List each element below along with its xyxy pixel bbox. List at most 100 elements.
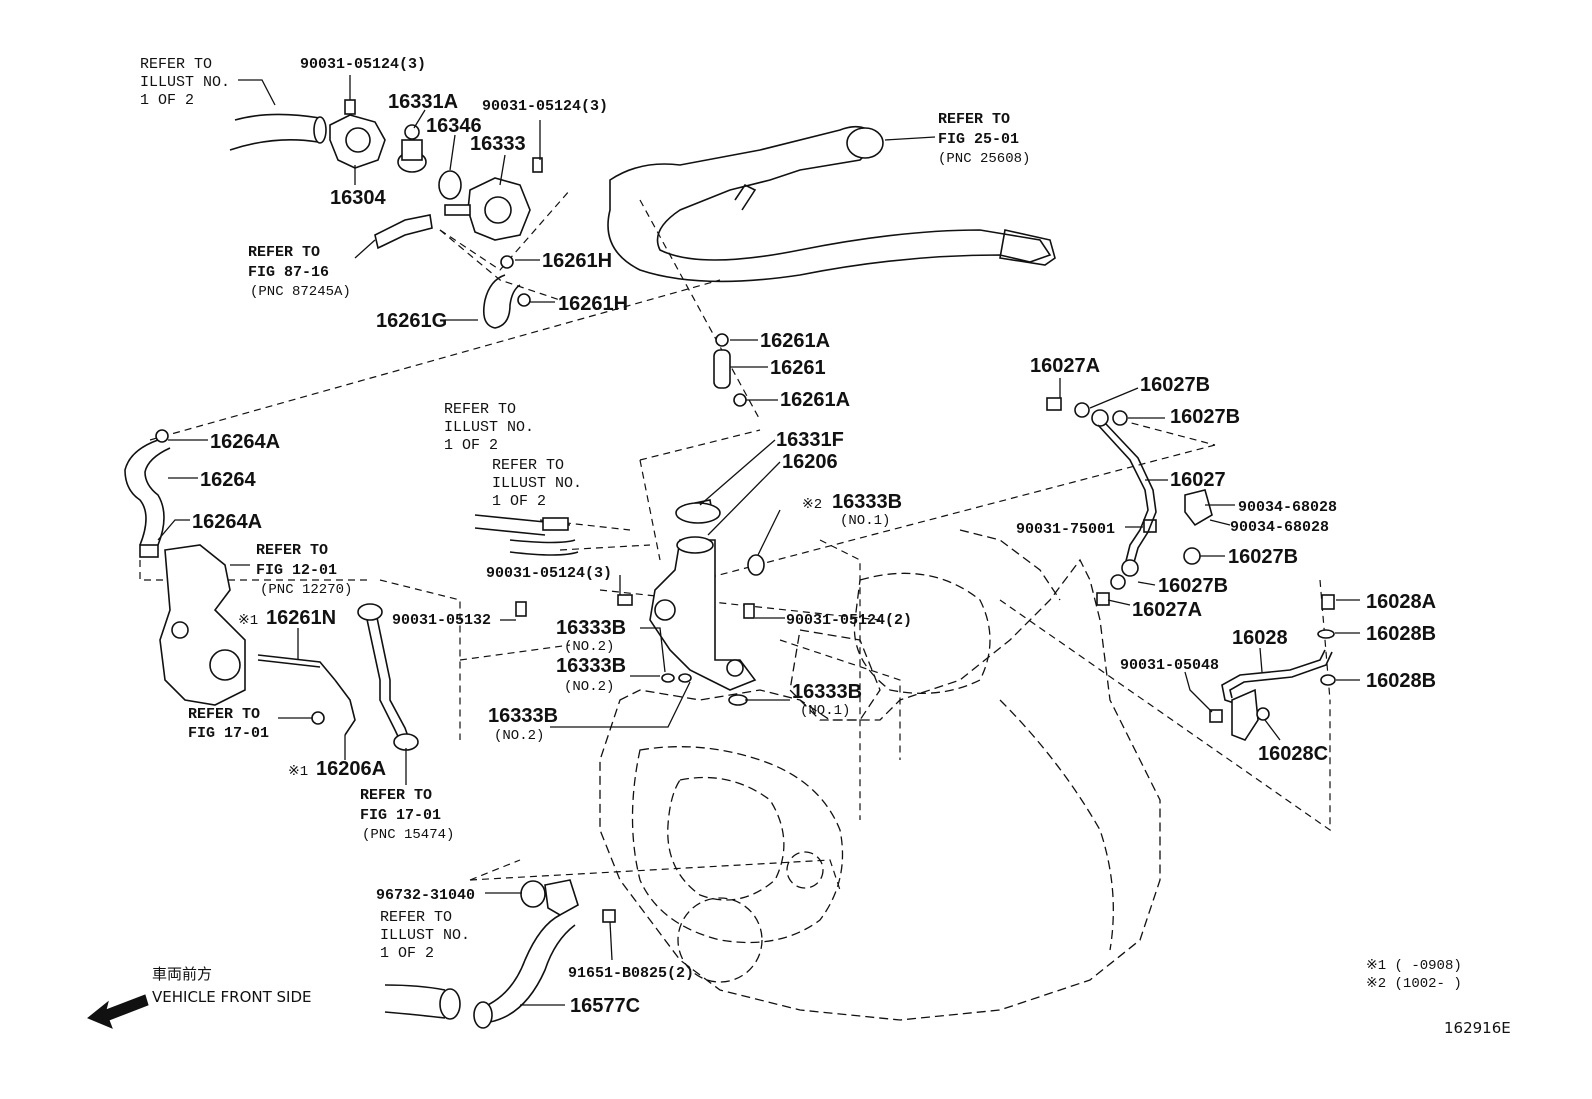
svg-text:REFER TO: REFER TO — [256, 542, 328, 559]
ref-fig-17-01-b: REFER TO FIG 17-01 (PNC 15474) — [360, 787, 454, 843]
water-inlet-16333 — [444, 157, 543, 241]
svg-text:(NO.2): (NO.2) — [564, 679, 614, 695]
part-90031-75001: 90031-75001 — [1016, 521, 1115, 538]
svg-text:REFER TO: REFER TO — [140, 56, 212, 73]
part-16261A-b: 16261A — [780, 389, 850, 411]
svg-text:ILLUST NO.: ILLUST NO. — [492, 475, 582, 492]
svg-text:ILLUST NO.: ILLUST NO. — [140, 74, 230, 91]
svg-text:(PNC 15474): (PNC 15474) — [362, 827, 454, 843]
svg-text:FIG 25-01: FIG 25-01 — [938, 131, 1019, 148]
svg-text:1 OF 2: 1 OF 2 — [444, 437, 498, 454]
part-90034-68028-b: 90034-68028 — [1230, 519, 1329, 536]
part-16028: 16028 — [1232, 627, 1288, 649]
part-16261H-b: 16261H — [558, 293, 628, 315]
part-90031-05124-2: 90031-05124(2) — [786, 612, 912, 629]
heater-hose — [374, 214, 433, 250]
hose-16264 — [124, 429, 171, 558]
mark-note2-a: ※2 — [802, 497, 822, 513]
water-pipe-15474 — [357, 603, 419, 751]
part-16027B-b: 16027B — [1170, 406, 1240, 428]
thermostat-16331A — [397, 124, 427, 173]
part-16261G: 16261G — [376, 310, 447, 332]
svg-text:REFER TO: REFER TO — [380, 909, 452, 926]
svg-text:(NO.2): (NO.2) — [494, 728, 544, 744]
leader-lines — [157, 75, 1360, 1006]
exhaust-pipe — [607, 125, 1056, 283]
part-16261A-a: 16261A — [760, 330, 830, 352]
part-16304: 16304 — [330, 187, 386, 209]
gasket-16346 — [438, 170, 462, 200]
svg-text:ILLUST NO.: ILLUST NO. — [444, 419, 534, 436]
o-ring-16333B-no2-a — [661, 673, 675, 683]
part-16028C: 16028C — [1258, 743, 1328, 765]
svg-text:FIG 17-01: FIG 17-01 — [360, 807, 441, 824]
part-90031-05132: 90031-05132 — [392, 612, 491, 629]
water-outlet-16331F — [649, 499, 757, 691]
svg-text:1 OF 2: 1 OF 2 — [380, 945, 434, 962]
svg-text:FIG 17-01: FIG 17-01 — [188, 725, 269, 742]
hose-16261 — [713, 333, 747, 407]
svg-text:REFER TO: REFER TO — [248, 244, 320, 261]
svg-text:FIG 12-01: FIG 12-01 — [256, 562, 337, 579]
middle-hoses — [474, 514, 579, 556]
part-16264A-a: 16264A — [210, 431, 280, 453]
part-16333B-no1-b: 16333B — [792, 681, 862, 703]
legend-note1: ※1 ( -0908) — [1366, 958, 1462, 974]
part-16261N: 16261N — [266, 607, 336, 629]
oil-pipe-16027 — [1074, 402, 1213, 590]
part-16333B-no1-a: 16333B — [832, 491, 902, 513]
part-96732-31040: 96732-31040 — [376, 887, 475, 904]
vehicle-front-arrow-icon — [87, 994, 149, 1029]
ref-illust-mid-a: REFER TO ILLUST NO. 1 OF 2 — [444, 401, 534, 454]
svg-text:(PNC 87245A): (PNC 87245A) — [250, 284, 351, 300]
part-16331A: 16331A — [388, 91, 458, 113]
part-90031-05124-3-a: 90031-05124(3) — [300, 56, 426, 73]
svg-text:(PNC 12270): (PNC 12270) — [260, 582, 352, 598]
part-16333: 16333 — [470, 133, 526, 155]
ref-fig-12-01: REFER TO FIG 12-01 (PNC 12270) — [256, 542, 352, 598]
part-16028A: 16028A — [1366, 591, 1436, 613]
svg-text:(NO.2): (NO.2) — [564, 639, 614, 655]
svg-text:REFER TO: REFER TO — [938, 111, 1010, 128]
svg-text:FIG 87-16: FIG 87-16 — [248, 264, 329, 281]
svg-text:(PNC 25608): (PNC 25608) — [938, 151, 1030, 167]
ref-illust-top-left: REFER TO ILLUST NO. 1 OF 2 — [140, 56, 230, 109]
oil-pipe-16028 — [1221, 629, 1336, 741]
o-ring-16333B-no1-a — [747, 554, 765, 576]
part-90031-05124-3-b: 90031-05124(3) — [482, 98, 608, 115]
part-16333B-no2-a: 16333B — [556, 617, 626, 639]
part-16028B-a: 16028B — [1366, 623, 1436, 645]
part-90034-68028-a: 90034-68028 — [1238, 499, 1337, 516]
hose-16261G — [482, 255, 531, 329]
hose-16577C — [384, 879, 579, 1029]
part-16027A-b: 16027A — [1132, 599, 1202, 621]
svg-text:ILLUST NO.: ILLUST NO. — [380, 927, 470, 944]
water-outlet-16304 — [329, 99, 386, 169]
diagram-id: 162916E — [1444, 1019, 1511, 1037]
part-16027B-d: 16027B — [1158, 575, 1228, 597]
mark-note1-a: ※1 — [238, 613, 258, 629]
part-16027: 16027 — [1170, 469, 1226, 491]
part-16028B-b: 16028B — [1366, 670, 1436, 692]
bolts — [515, 397, 1335, 923]
svg-text:REFER TO: REFER TO — [492, 457, 564, 474]
svg-text:1 OF 2: 1 OF 2 — [492, 493, 546, 510]
vehicle-front-jp: 車両前方 — [152, 965, 212, 983]
part-16346: 16346 — [426, 115, 482, 137]
svg-text:(NO.1): (NO.1) — [840, 513, 890, 529]
part-16027A-a: 16027A — [1030, 355, 1100, 377]
part-90031-05124-3-c: 90031-05124(3) — [486, 565, 612, 582]
ref-illust-bottom: REFER TO ILLUST NO. 1 OF 2 — [380, 909, 470, 962]
mark-note1-b: ※1 — [288, 764, 308, 780]
water-passage-left — [159, 544, 356, 736]
part-number-labels: 90031-05124(3) 16331A 16346 90031-05124(… — [192, 56, 1436, 1017]
part-90031-05048: 90031-05048 — [1120, 657, 1219, 674]
svg-text:REFER TO: REFER TO — [444, 401, 516, 418]
svg-text:1 OF 2: 1 OF 2 — [140, 92, 194, 109]
part-16261: 16261 — [770, 357, 826, 379]
o-ring-16333B-no2-b — [678, 673, 692, 683]
ref-illust-mid-b: REFER TO ILLUST NO. 1 OF 2 — [492, 457, 582, 510]
part-16264: 16264 — [200, 469, 256, 491]
footer-notes: 車両前方 VEHICLE FRONT SIDE ※1 ( -0908) ※2 (… — [152, 958, 1511, 1037]
